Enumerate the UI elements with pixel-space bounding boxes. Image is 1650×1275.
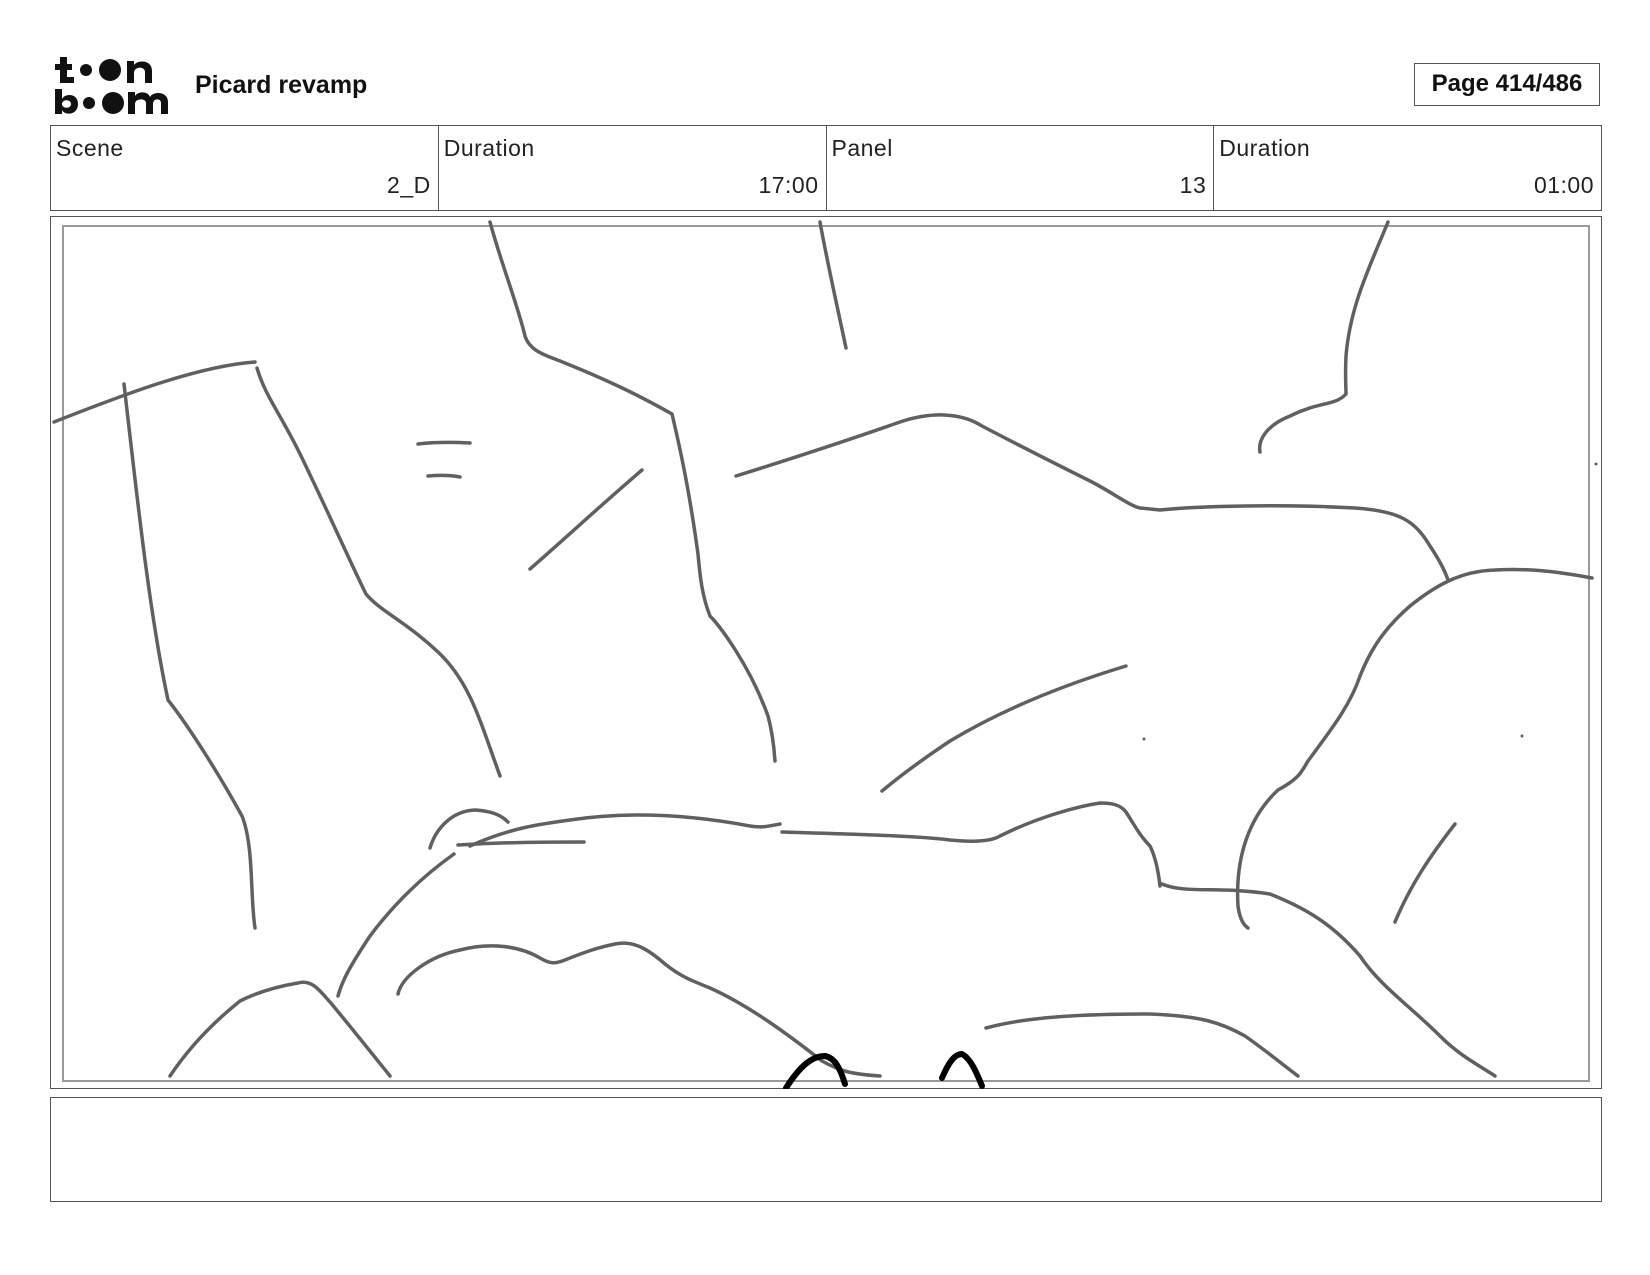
scene-value: 2_D <box>387 172 431 198</box>
panel-duration-label: Duration <box>1219 135 1311 161</box>
panel-label: Panel <box>831 135 893 161</box>
panel-value: 13 <box>1179 172 1207 198</box>
page-indicator: Page 414/486 <box>1414 63 1600 106</box>
project-title: Picard revamp <box>195 71 368 99</box>
panel-info-table: Scene 2_D Duration 17:00 Panel 13 Durati… <box>50 125 1602 211</box>
scene-duration-cell: Duration 17:00 <box>439 126 827 210</box>
panel-sketch <box>52 220 1598 1089</box>
panel-safe-area <box>62 225 1590 1082</box>
scene-duration-value: 17:00 <box>758 172 819 198</box>
scene-cell: Scene 2_D <box>51 126 439 210</box>
toon-boom-logo <box>55 57 168 114</box>
panel-notes-box <box>50 1097 1602 1202</box>
panel-duration-value: 01:00 <box>1533 172 1594 198</box>
scene-label: Scene <box>56 135 124 161</box>
scene-duration-label: Duration <box>443 135 535 161</box>
panel-cell: Panel 13 <box>827 126 1215 210</box>
panel-duration-cell: Duration 01:00 <box>1214 126 1601 210</box>
panel-frame <box>50 216 1602 1089</box>
